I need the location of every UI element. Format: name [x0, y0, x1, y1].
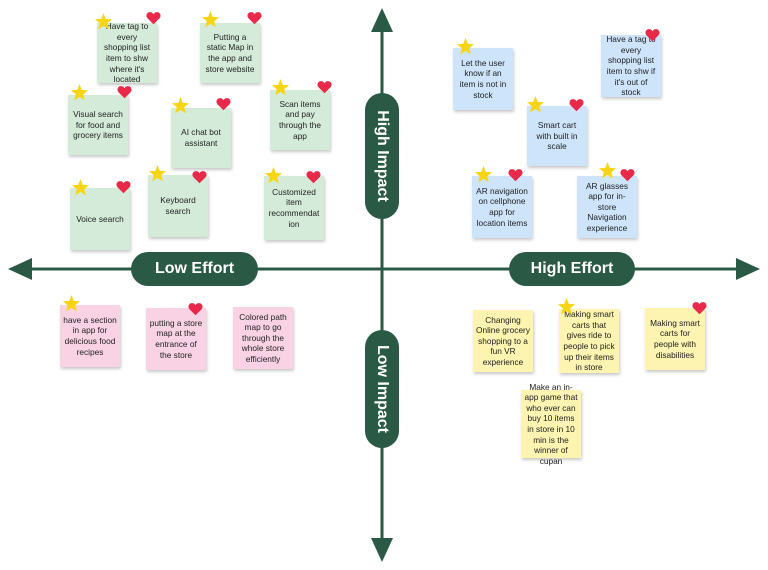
sticky-note: Making smart carts that gives ride to pe…	[559, 309, 619, 373]
sticky-note: Keyboard search	[148, 175, 208, 237]
star-icon	[71, 178, 90, 196]
heart-icon	[645, 29, 660, 42]
heart-icon	[247, 12, 262, 25]
heart-icon	[216, 98, 231, 111]
heart-icon	[192, 171, 207, 184]
sticky-note: Making smart carts for people with disab…	[645, 308, 705, 370]
sticky-note: Scan items and pay through the app	[270, 90, 330, 150]
heart-icon	[508, 169, 523, 182]
sticky-note: Have a tag to every shopping list item t…	[601, 34, 661, 97]
star-icon	[94, 12, 113, 30]
star-icon	[264, 166, 283, 184]
heart-icon	[569, 99, 584, 112]
heart-icon	[306, 171, 321, 184]
sticky-note: Make an in-app game that who ever can bu…	[521, 382, 581, 466]
arrow-up-icon	[371, 8, 393, 32]
star-icon	[271, 78, 290, 96]
high-effort-label: High Effort	[509, 252, 635, 286]
heart-icon	[317, 81, 332, 94]
heart-icon	[692, 302, 707, 315]
heart-icon	[620, 169, 635, 182]
sticky-note: Have tag to every shopping list item to …	[97, 21, 157, 84]
sticky-note: Changing Online grocery shopping to a fu…	[473, 310, 533, 372]
sticky-note: Putting a static Map in the app and stor…	[200, 23, 260, 83]
sticky-note: Customized item recommendat ion	[264, 176, 324, 240]
sticky-note: Colored path map to go through the whole…	[233, 307, 293, 369]
star-icon	[456, 37, 475, 55]
sticky-note: Let the user know if an item is not in s…	[453, 48, 513, 110]
sticky-note: Smart cart with built in scale	[527, 106, 587, 166]
heart-icon	[117, 86, 132, 99]
high-impact-label: High Impact	[365, 93, 399, 219]
star-icon	[526, 95, 545, 113]
star-icon	[598, 161, 617, 179]
sticky-note: putting a store map at the entrance of t…	[146, 308, 206, 370]
star-icon	[171, 96, 190, 114]
sticky-note: Voice search	[70, 188, 130, 250]
star-icon	[62, 294, 81, 312]
star-icon	[70, 83, 89, 101]
star-icon	[201, 10, 220, 28]
star-icon	[474, 165, 493, 183]
star-icon	[148, 164, 167, 182]
sticky-note: AR navigation on cellphone app for locat…	[472, 176, 532, 238]
arrow-down-icon	[371, 538, 393, 562]
low-effort-label: Low Effort	[131, 252, 258, 286]
arrow-right-icon	[736, 258, 760, 280]
heart-icon	[116, 181, 131, 194]
sticky-note: Visual search for food and grocery items	[68, 95, 128, 155]
heart-icon	[188, 303, 203, 316]
sticky-note: AR glasses app for in-store Navigation e…	[577, 176, 637, 238]
low-impact-label: Low Impact	[365, 330, 399, 448]
sticky-note: AI chat bot assistant	[171, 108, 231, 168]
star-icon	[557, 297, 576, 315]
heart-icon	[146, 12, 161, 25]
sticky-note: have a section in app for delicious food…	[60, 305, 120, 367]
arrow-left-icon	[8, 258, 32, 280]
